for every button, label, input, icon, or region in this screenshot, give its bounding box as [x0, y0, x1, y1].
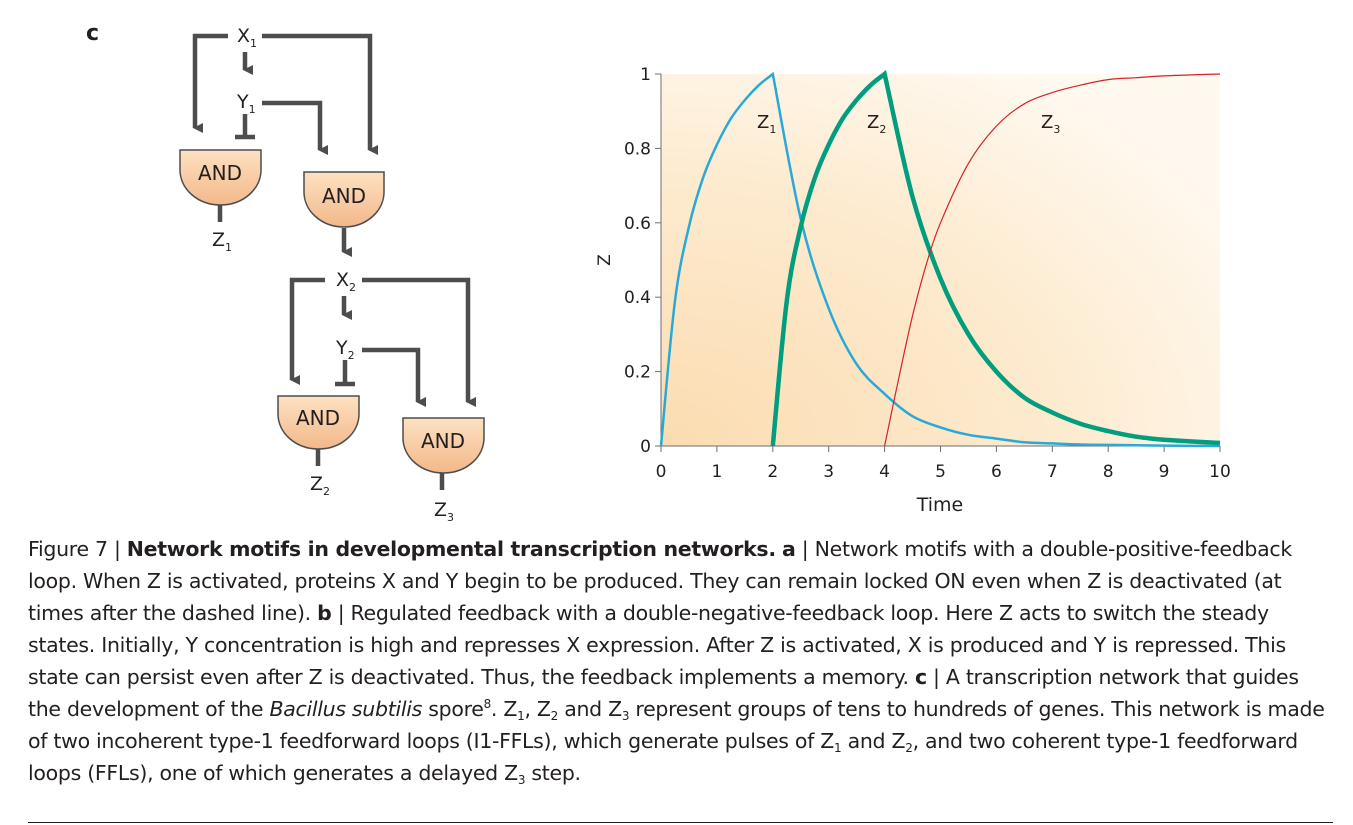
comma: ,	[524, 697, 537, 721]
panel-b-label: b	[317, 601, 332, 625]
series-line-z3	[884, 73, 1221, 447]
node-y2: Y2	[335, 337, 355, 362]
z-1b-sub: 1	[834, 741, 842, 755]
plot-background	[661, 74, 1220, 446]
x-tick-label-6: 6	[991, 462, 1002, 482]
node-y1: Y1	[236, 91, 256, 116]
figure-panel: c AND AND AND	[86, 21, 1231, 524]
edge-y1-and2	[262, 100, 328, 155]
x-tick-label-8: 8	[1103, 462, 1114, 482]
and-gate-1: AND	[179, 149, 262, 206]
node-z2: Z2	[310, 473, 330, 498]
edge-x1-and2	[262, 33, 378, 155]
node-x1: X1	[237, 25, 257, 50]
panel-a-text: | Network motifs with a double-positive-…	[28, 537, 1292, 625]
panel-c-text-3: .	[490, 697, 504, 721]
network-diagram	[192, 33, 476, 490]
and-word-2: and	[841, 729, 892, 753]
x-tick-label-2: 2	[767, 462, 778, 482]
bottom-rule	[28, 822, 1333, 823]
z-2: Z	[536, 697, 551, 721]
edge-x1-and1	[192, 33, 228, 133]
panel-c-text-6: step.	[525, 761, 581, 785]
y-tick-label-2: 0.4	[624, 288, 651, 308]
and-word: and	[557, 697, 609, 721]
series-label-z1: Z1	[757, 112, 776, 136]
figure-number: Figure 7 |	[28, 537, 127, 561]
x-tick-label-10: 10	[1209, 462, 1231, 482]
panel-c-label: c	[914, 665, 927, 689]
y-tick-label-1: 0.2	[624, 363, 651, 383]
x-tick-label-0: 0	[656, 462, 667, 482]
panel-c-text-2: spore	[422, 697, 484, 721]
panel-c-text-5: , and two coherent type-1 feedforward lo…	[28, 729, 1298, 785]
and-gate-2: AND	[303, 171, 385, 228]
node-x2: X2	[336, 269, 356, 294]
svg-text:AND: AND	[296, 406, 340, 430]
z-1b: Z	[820, 729, 835, 753]
z-2-sub: 2	[550, 709, 559, 723]
series-line-z2	[770, 69, 1221, 447]
panel-label: c	[86, 21, 99, 46]
panel-c-text-4: represent groups of tens to hundreds of …	[28, 697, 1325, 753]
series-label-z2: Z2	[867, 112, 886, 136]
figure-title: Network motifs in developmental transcri…	[126, 537, 776, 561]
reference: 8	[483, 697, 492, 712]
y-tick-label-4: 0.8	[624, 139, 651, 159]
x-tick-label-3: 3	[823, 462, 834, 482]
y-tick-label-3: 0.6	[624, 214, 651, 234]
panel-a-label: a	[782, 537, 796, 561]
z-2b: Z	[891, 729, 906, 753]
svg-text:AND: AND	[198, 161, 242, 185]
x-tick-label-9: 9	[1159, 462, 1170, 482]
svg-text:AND: AND	[322, 184, 366, 208]
and-gate-3: AND	[277, 395, 360, 450]
z-1: Z	[503, 697, 518, 721]
series-line-z1	[659, 71, 1221, 448]
edge-x2-and3	[289, 277, 325, 385]
x-tick-label-5: 5	[935, 462, 946, 482]
y-axis-label: Z	[595, 254, 615, 266]
x-tick-label-1: 1	[711, 462, 722, 482]
species-name: Bacillus subtilis	[269, 697, 423, 721]
y-tick-label-5: 1	[640, 65, 651, 85]
z-3b: Z	[504, 761, 518, 785]
panel-b-text: | Regulated feedback with a double-negat…	[28, 601, 1286, 689]
z-3-sub: 3	[621, 709, 630, 723]
and-gate-4: AND	[402, 417, 485, 474]
panel-c-text: | A transcription network that guides th…	[28, 665, 1299, 721]
z-3b-sub: 3	[517, 773, 526, 787]
z-time-chart: 0 1 2 3 4 5 6 7 8 9 10 0 0.2 0.4 0.6 0.8 1 Time Z Z1 Z2…	[595, 65, 1231, 516]
svg-text:AND: AND	[421, 429, 465, 453]
y-tick-label-0: 0	[640, 437, 651, 457]
node-z1: Z1	[212, 229, 232, 254]
edge-x2-and4	[362, 277, 476, 407]
node-z3: Z3	[434, 499, 454, 524]
series-label-z3: Z3	[1041, 112, 1060, 136]
z-1-sub: 1	[517, 709, 525, 723]
z-2b-sub: 2	[905, 741, 913, 755]
x-axis-label: Time	[916, 494, 964, 516]
edge-y2-and4	[362, 347, 426, 407]
z-3: Z	[608, 697, 622, 721]
x-tick-label-4: 4	[879, 462, 890, 482]
figure-caption: Figure 7 | Network motifs in development…	[28, 533, 1328, 789]
x-tick-label-7: 7	[1047, 462, 1058, 482]
